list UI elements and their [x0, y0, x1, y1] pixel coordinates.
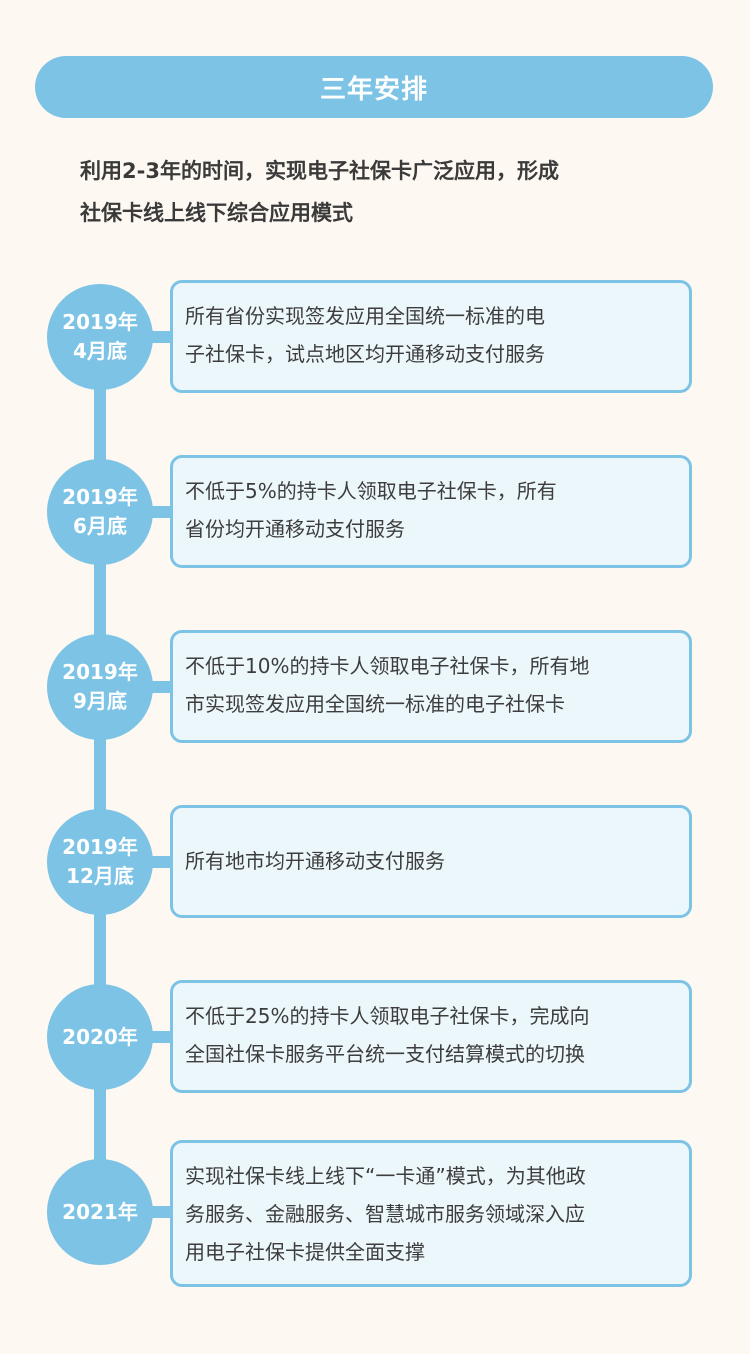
milestone-text-line: 不低于5%的持卡人领取电子社保卡，所有 — [185, 479, 557, 503]
connector — [148, 506, 174, 518]
milestone-text-line: 实现社保卡线上线下“一卡通”模式，为其他政 — [185, 1164, 586, 1188]
milestone-box: 实现社保卡线上线下“一卡通”模式，为其他政 务服务、金融服务、智慧城市服务领域深… — [170, 1140, 692, 1287]
milestone-text-line: 子社保卡，试点地区均开通移动支付服务 — [185, 342, 545, 366]
connector — [148, 681, 174, 693]
date-badge: 2020年 — [47, 984, 153, 1090]
date-month: 6月底 — [73, 514, 127, 538]
milestone-text-line: 所有省份实现签发应用全国统一标准的电 — [185, 304, 545, 328]
date-month: 9月底 — [73, 689, 127, 713]
milestone-text-line: 用电子社保卡提供全面支撑 — [185, 1240, 425, 1264]
date-badge: 2019年 4月底 — [47, 284, 153, 390]
milestone-text-line: 全国社保卡服务平台统一支付结算模式的切换 — [185, 1042, 585, 1066]
date-year: 2019年 — [62, 310, 138, 334]
date-badge: 2019年 9月底 — [47, 634, 153, 740]
date-month: 12月底 — [66, 864, 134, 888]
section-title-banner: 三年安排 — [35, 56, 713, 118]
milestone-box: 所有地市均开通移动支付服务 — [170, 805, 692, 918]
milestone-text-line: 省份均开通移动支付服务 — [185, 517, 405, 541]
date-year: 2020年 — [62, 1024, 138, 1049]
connector — [148, 1031, 174, 1043]
date-year: 2021年 — [62, 1199, 138, 1224]
milestone-box: 不低于5%的持卡人领取电子社保卡，所有 省份均开通移动支付服务 — [170, 455, 692, 568]
milestone-text-line: 所有地市均开通移动支付服务 — [185, 849, 445, 873]
intro-line-1: 利用2-3年的时间，实现电子社保卡广泛应用，形成 — [80, 159, 559, 183]
date-year: 2019年 — [62, 485, 138, 509]
date-badge: 2021年 — [47, 1159, 153, 1265]
milestone-box: 不低于25%的持卡人领取电子社保卡，完成向 全国社保卡服务平台统一支付结算模式的… — [170, 980, 692, 1093]
milestone-box: 不低于10%的持卡人领取电子社保卡，所有地 市实现签发应用全国统一标准的电子社保… — [170, 630, 692, 743]
connector — [148, 1206, 174, 1218]
date-year: 2019年 — [62, 660, 138, 684]
milestone-text-line: 不低于10%的持卡人领取电子社保卡，所有地 — [185, 654, 590, 678]
milestone-text-line: 市实现签发应用全国统一标准的电子社保卡 — [185, 692, 565, 716]
intro-line-2: 社保卡线上线下综合应用模式 — [80, 201, 353, 225]
date-badge: 2019年 12月底 — [47, 809, 153, 915]
date-badge: 2019年 6月底 — [47, 459, 153, 565]
connector — [148, 856, 174, 868]
connector — [148, 331, 174, 343]
milestone-box: 所有省份实现签发应用全国统一标准的电 子社保卡，试点地区均开通移动支付服务 — [170, 280, 692, 393]
date-year: 2019年 — [62, 835, 138, 859]
intro-paragraph: 利用2-3年的时间，实现电子社保卡广泛应用，形成 社保卡线上线下综合应用模式 — [80, 150, 680, 234]
section-title: 三年安排 — [319, 74, 428, 105]
milestone-text-line: 务服务、金融服务、智慧城市服务领域深入应 — [185, 1202, 585, 1226]
milestone-text-line: 不低于25%的持卡人领取电子社保卡，完成向 — [185, 1004, 590, 1028]
date-month: 4月底 — [73, 339, 127, 363]
